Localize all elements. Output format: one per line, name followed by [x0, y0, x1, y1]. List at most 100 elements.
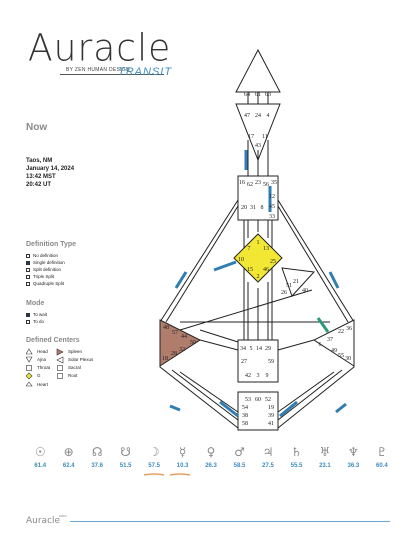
gate-label: 48: [163, 325, 169, 331]
triangle-down-icon: [26, 356, 33, 363]
channel-active: [169, 404, 181, 412]
planet-column: ☽57.5: [140, 444, 168, 469]
checkbox-icon: [26, 281, 30, 286]
center-heart-label: Heart: [37, 382, 49, 387]
gate-label: 14: [256, 346, 262, 352]
neptune-icon: ♆: [348, 445, 359, 459]
diamond-icon: [26, 372, 33, 380]
channel-right-lower-2: [277, 371, 335, 413]
center-spleen-label: Spleen: [68, 349, 83, 354]
checkbox-filled-icon: [26, 260, 30, 265]
channel-throat-g: [247, 220, 269, 238]
gate-label: 11: [262, 134, 268, 140]
definition-item: Single definition: [26, 260, 65, 265]
planet-value: 62.4: [62, 463, 75, 469]
gate-label: 35: [271, 180, 277, 186]
definition-item: Quadruple Split: [26, 281, 64, 286]
center-throat-label: Throat: [37, 365, 51, 370]
heart-center: [281, 267, 316, 297]
gate-label: 15: [247, 267, 253, 273]
spleen-center: [159, 319, 202, 367]
definition-type-title: Definition Type: [26, 241, 77, 248]
checkbox-icon: [26, 267, 30, 272]
channel-active: [213, 260, 237, 272]
gate-label: 37: [327, 337, 333, 343]
gate-label: 20: [241, 205, 247, 211]
gate-label: 3: [257, 373, 260, 379]
channel-solar-sacral: [277, 339, 315, 351]
gate-label: 31: [250, 205, 256, 211]
gate-label: 39: [268, 413, 274, 419]
planet-value: 57.5: [148, 463, 160, 469]
footer-divider: [70, 521, 390, 522]
saturn-icon: ♄: [291, 445, 302, 459]
gate-label: 60: [255, 397, 261, 403]
gate-label: 41: [268, 421, 274, 427]
gate-label: 63: [265, 92, 271, 98]
location-utc-time: 20:42 UT: [26, 182, 52, 188]
gate-label: 44: [181, 334, 187, 340]
gate-label: 33: [269, 214, 275, 220]
gate-label: 34: [240, 346, 246, 352]
mode-item: To do: [26, 319, 44, 324]
gate-label: 9: [266, 373, 269, 379]
planet-row: ☉61.4 ⊕62.4 ☊37.6 ☋51.5 ☽57.5 ☿10.3 ♀26.…: [26, 444, 396, 469]
gate-label: 24: [255, 113, 261, 119]
gate-label: 17: [248, 134, 254, 140]
planet-column: ☋51.5: [111, 444, 139, 469]
channel-left-inner: [165, 205, 239, 323]
planet-value: 27.5: [262, 463, 274, 469]
head-center: [235, 48, 281, 93]
now-label: Now: [26, 122, 48, 133]
highlight-strokes: [143, 473, 191, 476]
gate-label: 8: [261, 205, 264, 211]
gate-label: 7: [248, 246, 251, 252]
south-node-icon: ☋: [120, 445, 131, 459]
sacral-center: [237, 339, 279, 383]
north-node-icon: ☊: [91, 445, 103, 459]
gate-label: 50: [190, 340, 196, 346]
gate-label: 12: [269, 194, 275, 200]
center-root-label: Root: [68, 373, 78, 378]
gate-label: 64: [244, 92, 250, 98]
planet-column: ♇60.4: [368, 444, 396, 469]
planet-column: ♀26.3: [197, 444, 225, 469]
logo-divider: [60, 74, 164, 75]
gate-label: 47: [244, 113, 250, 119]
gate-label: 18: [162, 356, 168, 362]
gate-label: 4: [267, 113, 270, 119]
center-solar-plexus-label: Solar Plexus: [68, 357, 94, 362]
square-icon: [57, 373, 63, 379]
planet-value: 61.4: [34, 463, 47, 469]
pluto-icon: ♇: [376, 445, 388, 459]
gate-label: 13: [263, 246, 269, 252]
location-local-time: 13:42 MST: [26, 174, 56, 180]
gate-label: 55: [338, 353, 344, 359]
gate-label: 61: [255, 92, 261, 98]
planet-value: 58.5: [233, 463, 246, 469]
channel-right-lower: [277, 369, 343, 421]
checkbox-filled-icon: [26, 312, 30, 317]
mode-item: To wait: [26, 312, 47, 317]
gate-label: 25: [270, 259, 276, 265]
gate-label: 56: [263, 182, 269, 188]
channel-spleen-sacral-2: [199, 329, 239, 343]
checkbox-icon: [26, 274, 30, 279]
planet-value: 26.3: [205, 463, 217, 469]
gate-label: 54: [242, 405, 248, 411]
channel-active: [335, 402, 347, 414]
channel-left-lower-2: [179, 371, 239, 413]
gate-label: 52: [265, 397, 271, 403]
planet-column: ☉ 61.4: [26, 444, 54, 469]
gate-label: 62: [247, 182, 253, 188]
gate-label: 32: [179, 347, 185, 353]
gate-label: 45: [269, 204, 275, 210]
throat-center: [237, 175, 279, 221]
planet-value: 23.1: [319, 463, 331, 469]
gate-label: 58: [242, 421, 248, 427]
gate-label: 51: [286, 283, 292, 289]
mode-title: TRANSIT: [118, 66, 173, 78]
sun-icon: ☉: [34, 445, 46, 459]
gate-label: 28: [171, 351, 177, 357]
checkbox-icon: [26, 319, 30, 324]
